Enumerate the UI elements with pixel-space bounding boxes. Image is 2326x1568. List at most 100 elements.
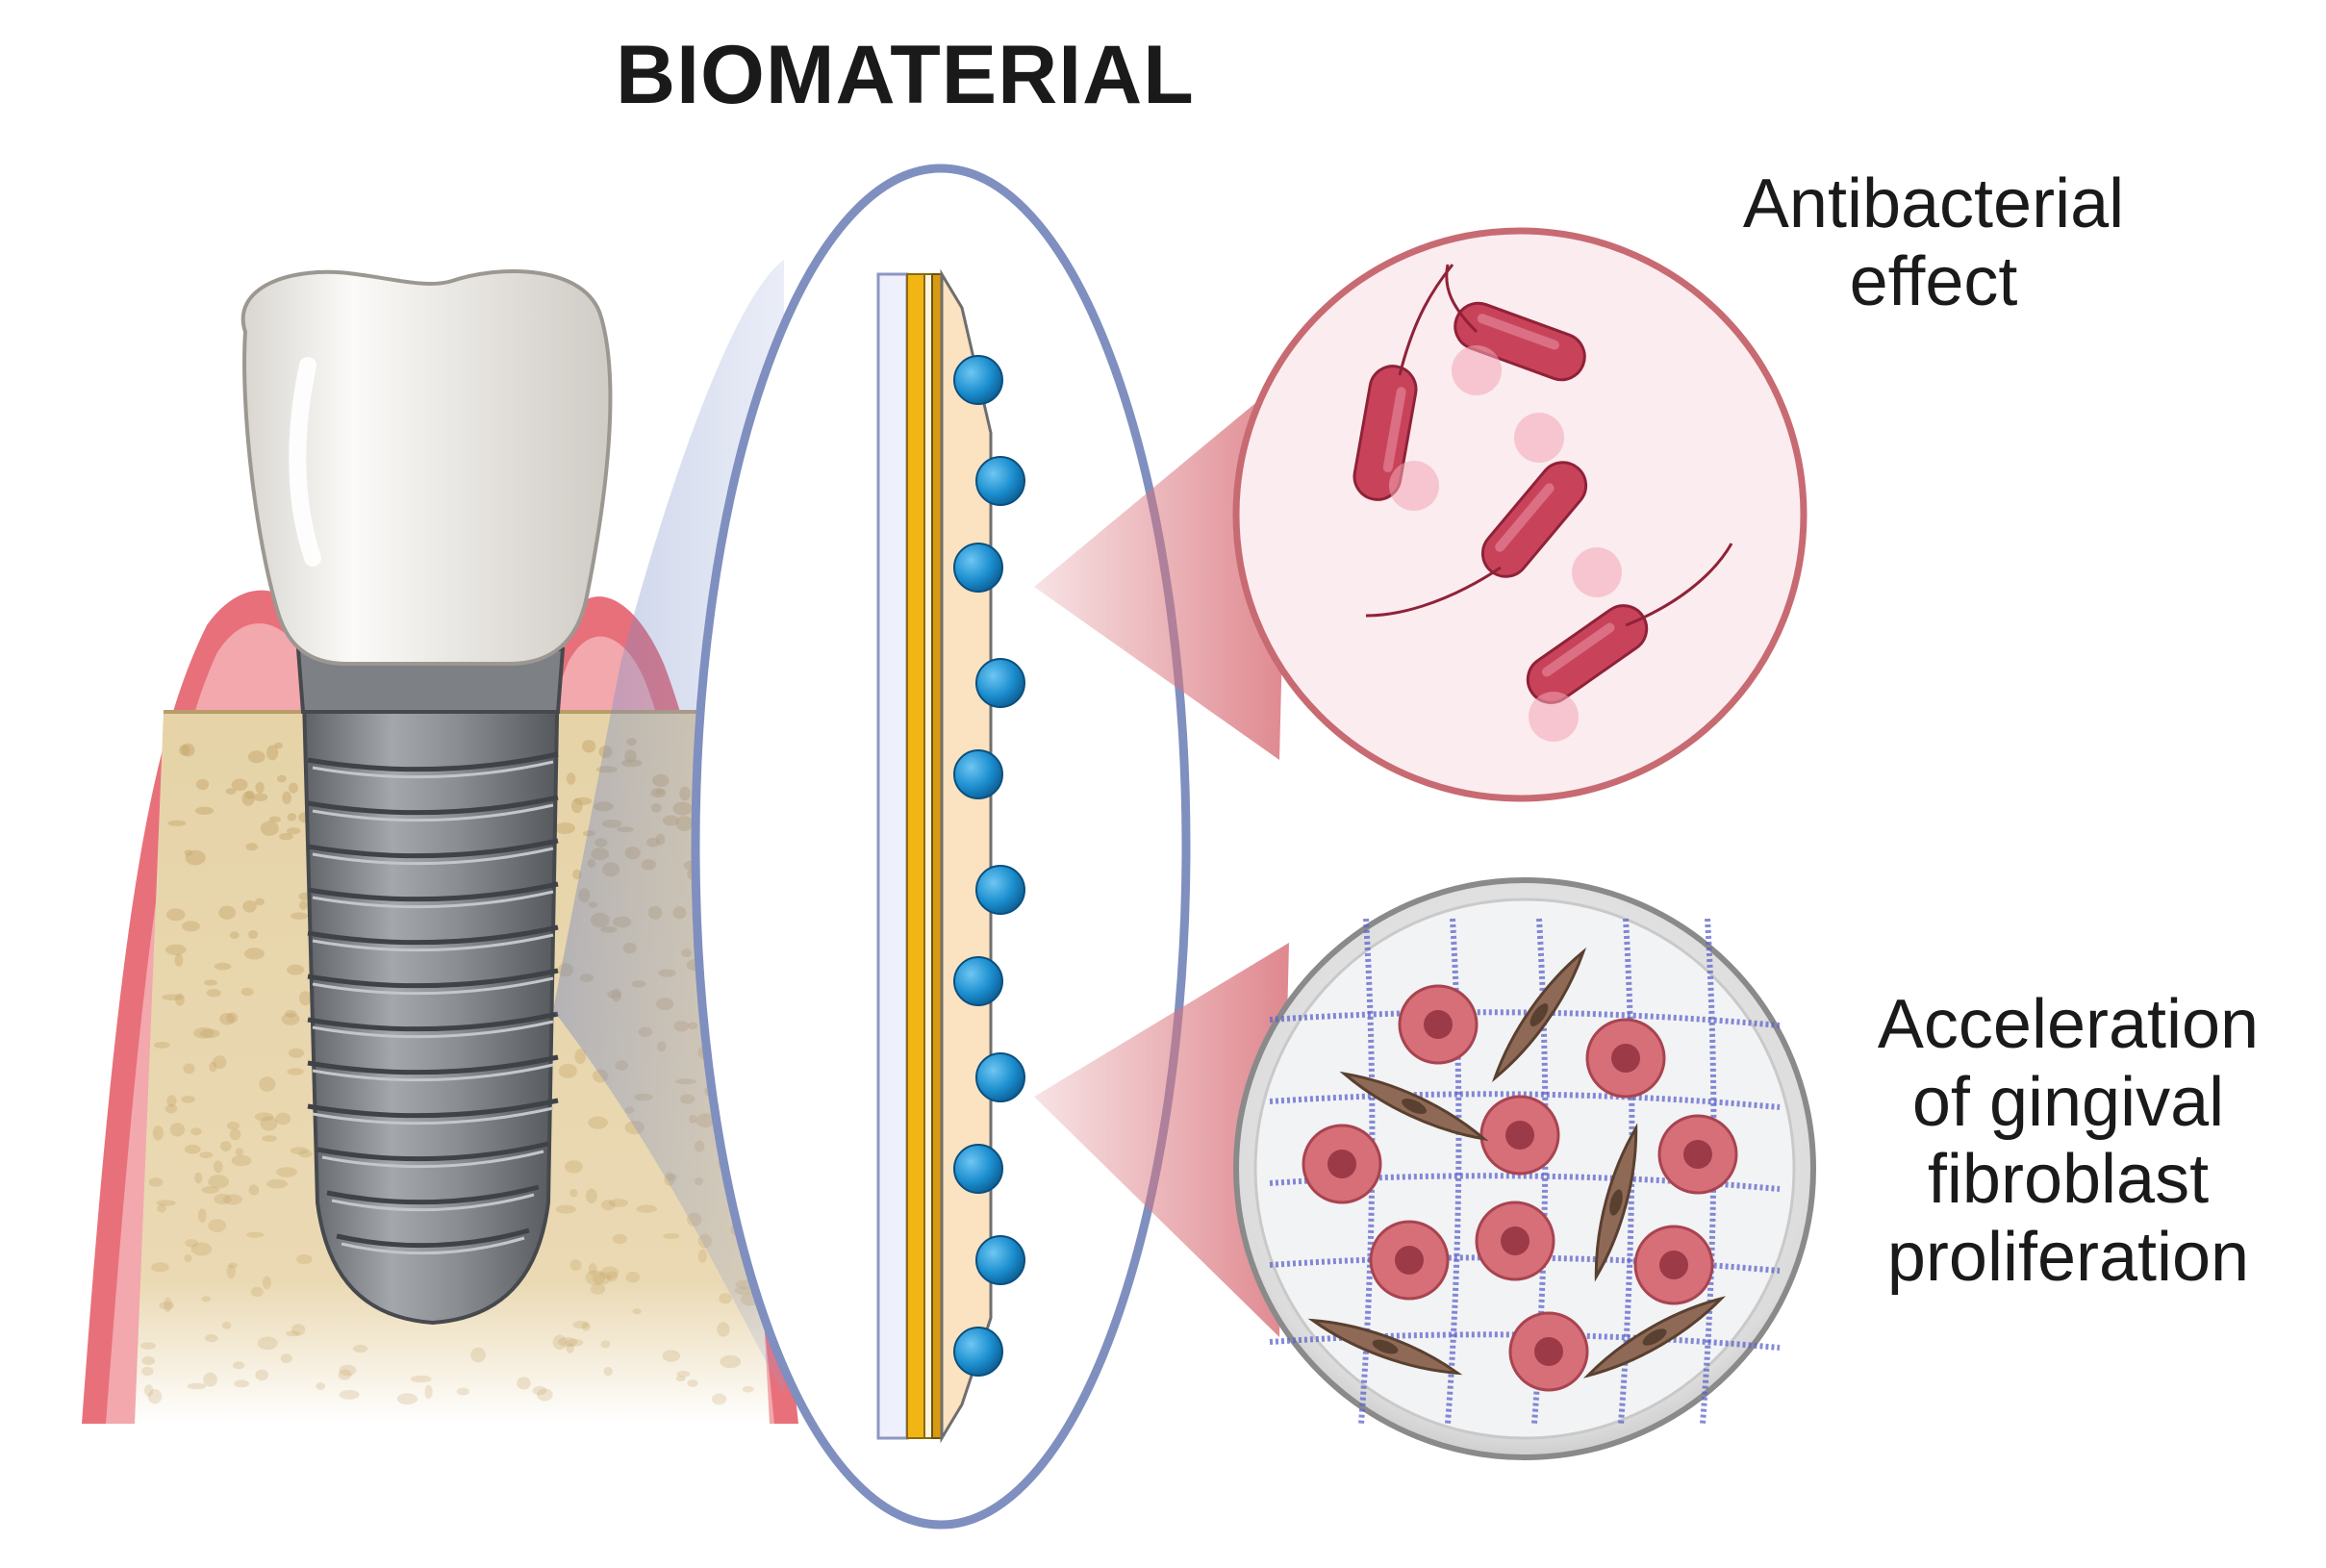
bone-pore: [687, 1379, 698, 1387]
bone-pore: [185, 849, 206, 866]
bone-pore: [147, 1389, 163, 1404]
bone-pore: [262, 1276, 271, 1290]
fibroblast-petri-dish: [1233, 877, 1816, 1460]
bone-pore: [288, 782, 298, 794]
bone-pore: [208, 1219, 227, 1232]
bone-pore: [291, 1324, 306, 1336]
bone-pore: [240, 987, 254, 997]
bone-pore: [247, 750, 265, 764]
bacteria-icon: [1454, 301, 1586, 382]
implant-thread: [307, 1098, 559, 1119]
bone-pore: [197, 1208, 207, 1224]
dental-implant-icon: [295, 647, 566, 1326]
antibacterial-circle: [1232, 227, 1808, 802]
nanoparticle-icon: [975, 1235, 1025, 1285]
bone-pore: [257, 1336, 278, 1351]
bone-pore: [181, 1096, 195, 1103]
implant-thread-highlight: [312, 847, 554, 866]
implant-thread-highlight: [341, 1236, 525, 1255]
bone-pore: [213, 1160, 223, 1174]
bone-pore: [253, 793, 268, 801]
bone-pore: [299, 900, 308, 910]
bone-pore: [632, 1308, 642, 1315]
bone-pore: [225, 788, 237, 795]
fibroblast-cell-icon: [1479, 1095, 1560, 1176]
implant-thread-highlight: [312, 1063, 554, 1082]
bone-pore: [248, 1184, 260, 1196]
implant-thread: [326, 1184, 540, 1205]
bone-pore: [244, 790, 255, 800]
bone-pore: [566, 772, 576, 785]
bone-pore: [193, 1027, 215, 1039]
implant-thread: [307, 838, 559, 859]
bone-pore: [572, 1321, 590, 1329]
nanoparticles: [953, 355, 1025, 1377]
bone-pore: [201, 1186, 219, 1194]
bone-pore: [287, 813, 297, 822]
bone-pore: [274, 742, 284, 749]
fibroblast-cell-icon: [1633, 1225, 1714, 1305]
bone-pore: [175, 993, 185, 1006]
lysis-spot: [1572, 547, 1622, 597]
implant-thread: [307, 924, 559, 946]
bacteria-flagellum: [1365, 566, 1502, 618]
bone-pore: [287, 964, 305, 975]
bone-pore: [410, 1375, 432, 1383]
bone-pore: [251, 1286, 264, 1297]
bone-pore: [565, 1338, 584, 1347]
bone-pore: [266, 1178, 288, 1189]
bone-pore: [187, 1382, 207, 1390]
bone-pore: [717, 1322, 730, 1337]
bone-pore: [600, 1266, 619, 1279]
bone-pore: [245, 843, 258, 851]
bone-pore: [552, 1334, 568, 1351]
bone-pore: [181, 743, 195, 757]
bone-pore: [712, 1393, 727, 1405]
bone-pore: [174, 953, 184, 967]
mesh-fiber: [1445, 918, 1462, 1425]
bone-pore: [299, 991, 312, 1006]
bone-pore: [164, 1103, 178, 1114]
bone-pore: [287, 1068, 304, 1075]
bacteria-flagellum: [1398, 264, 1454, 376]
bone-pore: [153, 1041, 170, 1049]
bone-pore: [279, 832, 293, 841]
bone-pore: [199, 1151, 214, 1159]
implant-thread: [307, 751, 559, 772]
nanoparticle-icon: [975, 1052, 1025, 1102]
bone-pore: [152, 1125, 164, 1141]
fibroblast-cell-icon: [1302, 1124, 1382, 1204]
fibroblast-cell-icon: [1657, 1114, 1738, 1195]
implant-thread-highlight: [312, 933, 554, 952]
nanoparticle-icon: [953, 749, 1003, 799]
antibacterial-label-line-1: Antibacterial: [1742, 165, 2125, 242]
bone-pore: [218, 905, 237, 920]
mesh-fiber: [1358, 918, 1376, 1425]
bone-pore: [338, 1369, 352, 1380]
bone-pore: [565, 1160, 583, 1174]
bone-pore: [244, 948, 265, 960]
fibroblast-cell-icon: [1369, 1220, 1450, 1301]
bone-pore: [286, 1330, 300, 1337]
bone-pore: [184, 1144, 201, 1154]
implant-thread-highlight: [312, 976, 554, 996]
antibacterial-label-line-2: effect: [1849, 242, 2018, 320]
lysis-spot: [1389, 461, 1439, 511]
bone-pore: [226, 1264, 237, 1279]
bone-pore: [573, 797, 593, 805]
bone-pore: [242, 900, 257, 913]
bone-pore: [231, 1154, 252, 1167]
lysis-spot: [1529, 692, 1579, 742]
bone-pore: [223, 1194, 242, 1205]
bone-pore: [141, 1355, 156, 1366]
bone-pore: [280, 1353, 292, 1363]
bone-pore: [676, 1371, 691, 1378]
bone-pore: [194, 806, 215, 815]
bone-pore: [195, 778, 210, 791]
lysis-spot: [1452, 345, 1502, 395]
bone-pore: [260, 821, 279, 836]
bone-pore: [608, 1199, 629, 1207]
bone-pore: [517, 1377, 531, 1390]
mesh-fiber: [1700, 918, 1717, 1425]
bone-pore: [183, 1063, 195, 1075]
